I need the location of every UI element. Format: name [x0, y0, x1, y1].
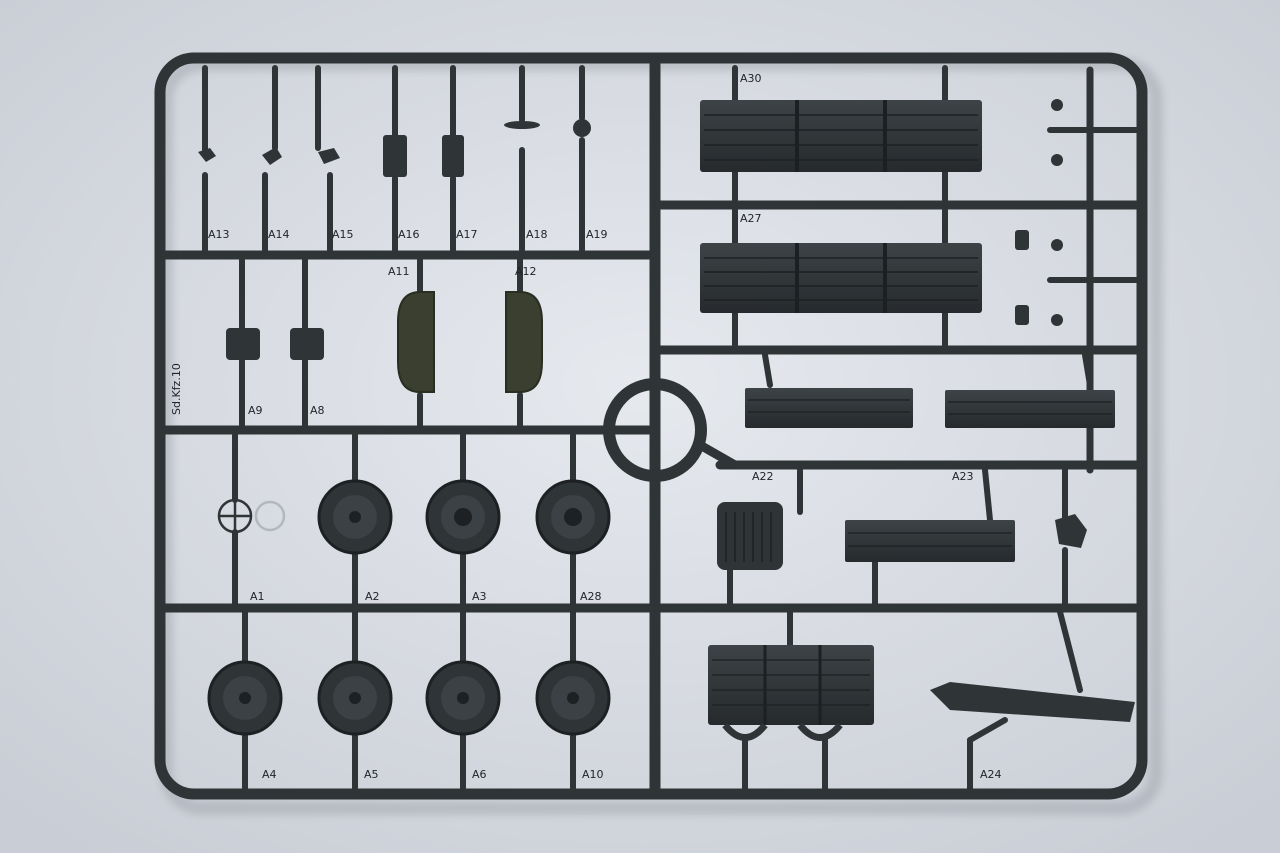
part-label: A2	[365, 590, 380, 603]
part-label: A3	[472, 590, 487, 603]
bed-panels	[700, 100, 1135, 741]
part-label: A30	[740, 72, 762, 85]
sprue-runner	[695, 440, 740, 470]
part-label: A10	[582, 768, 604, 781]
sprue-frame	[154, 52, 1148, 800]
part-label: A14	[268, 228, 290, 241]
part-label: A19	[586, 228, 608, 241]
part-label: A11	[388, 265, 410, 278]
sprue-code: Sd.Kfz.10	[170, 363, 183, 415]
part-label: A12	[515, 265, 537, 278]
part-label: A13	[208, 228, 230, 241]
part-label: A6	[472, 768, 487, 781]
part-label: A27	[740, 212, 762, 225]
part-labels: A30 A27 A13 A14 A15 A16 A17 A18 A19 A11 …	[170, 72, 1002, 781]
part-label: A23	[952, 470, 974, 483]
part-label: A18	[526, 228, 548, 241]
part-label: A15	[332, 228, 354, 241]
part-label: A17	[456, 228, 478, 241]
sprue-outer-frame	[154, 52, 1148, 800]
steering-wheels	[217, 498, 286, 534]
part-label: A9	[248, 404, 263, 417]
part-label: A8	[310, 404, 325, 417]
sprue-shadow	[159, 57, 1163, 815]
part-label: A4	[262, 768, 277, 781]
part-label: A24	[980, 768, 1002, 781]
part-label: A5	[364, 768, 379, 781]
small-knobs	[1015, 99, 1063, 326]
part-label: A28	[580, 590, 602, 603]
road-wheels	[207, 479, 611, 736]
part-label: A1	[250, 590, 265, 603]
part-label: A16	[398, 228, 420, 241]
part-label: A22	[752, 470, 774, 483]
small-parts	[198, 119, 591, 360]
fender-parts	[397, 291, 543, 393]
sprue-ring	[603, 378, 707, 482]
